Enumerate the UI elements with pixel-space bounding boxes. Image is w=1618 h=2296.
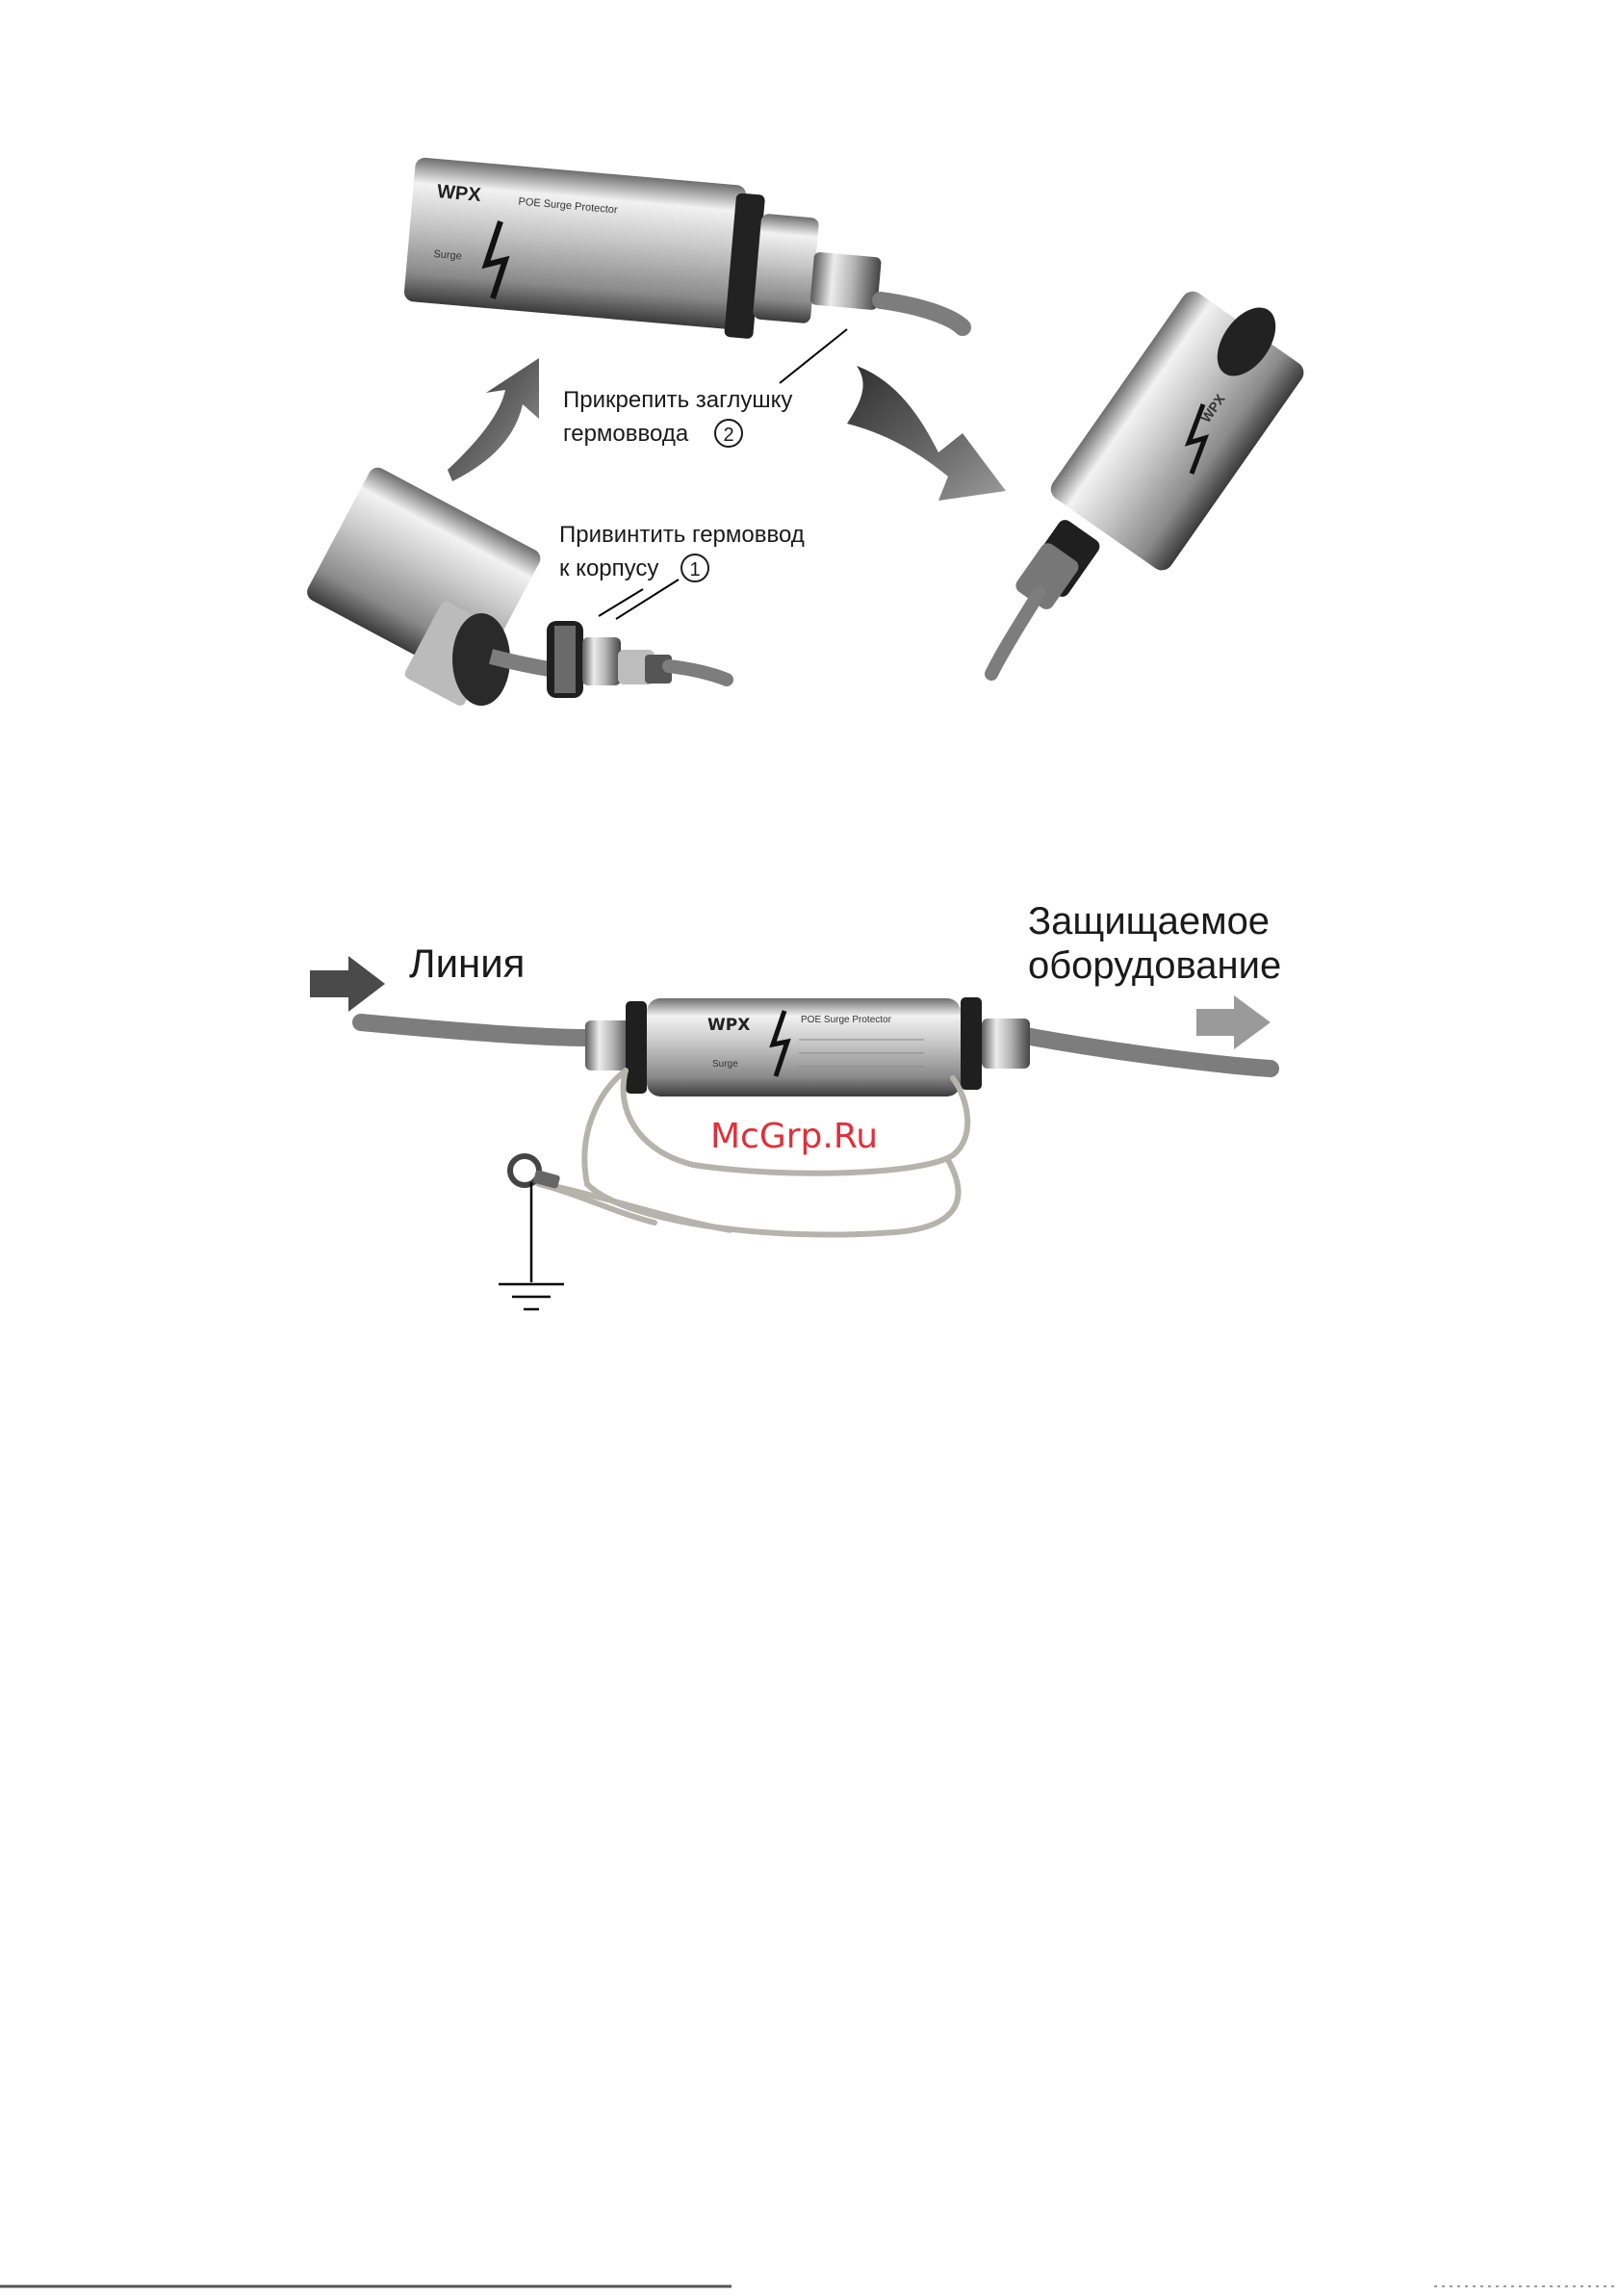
input-cable <box>361 1022 589 1038</box>
callout-1-number: 1 <box>689 559 700 580</box>
callout-2-line2: гермоввода <box>563 421 689 447</box>
device-top-brand: WPX <box>436 181 482 206</box>
equipment-label-line1: Защищаемое <box>1028 900 1270 942</box>
watermark: McGrp.Ru <box>710 1117 878 1156</box>
callout-2-line1: Прикрепить заглушку <box>563 387 792 413</box>
ring-terminal <box>510 1156 560 1189</box>
callout-2-number: 2 <box>723 425 733 446</box>
device-brand: WPX <box>707 1016 750 1035</box>
device-model: POE Surge Protector <box>801 1015 892 1025</box>
ground-symbol-icon <box>499 1182 564 1309</box>
callout-1-line1: Привинтить гермоввод <box>559 522 805 548</box>
output-cable <box>1020 1035 1271 1069</box>
equipment-label-line2: оборудование <box>1028 944 1281 987</box>
callout-1-line2: к корпусу <box>559 555 658 581</box>
equipment-arrow-icon <box>1196 995 1271 1049</box>
arrow-down-right-icon <box>847 366 1006 501</box>
device-right-photo: WPX <box>991 287 1308 674</box>
device-top-photo: WPX POE Surge Protector Surge <box>403 157 963 339</box>
device-side-label: Surge <box>712 1059 738 1070</box>
line-label: Линия <box>409 941 525 986</box>
device-top-side-label: Surge <box>433 248 462 263</box>
device-left-photo <box>304 464 727 708</box>
arrow-up-icon <box>448 358 539 481</box>
line-arrow-icon <box>310 956 385 1012</box>
callout-2-leader <box>780 329 847 383</box>
surge-protector-device: WPX POE Surge Protector Surge <box>585 997 1030 1096</box>
